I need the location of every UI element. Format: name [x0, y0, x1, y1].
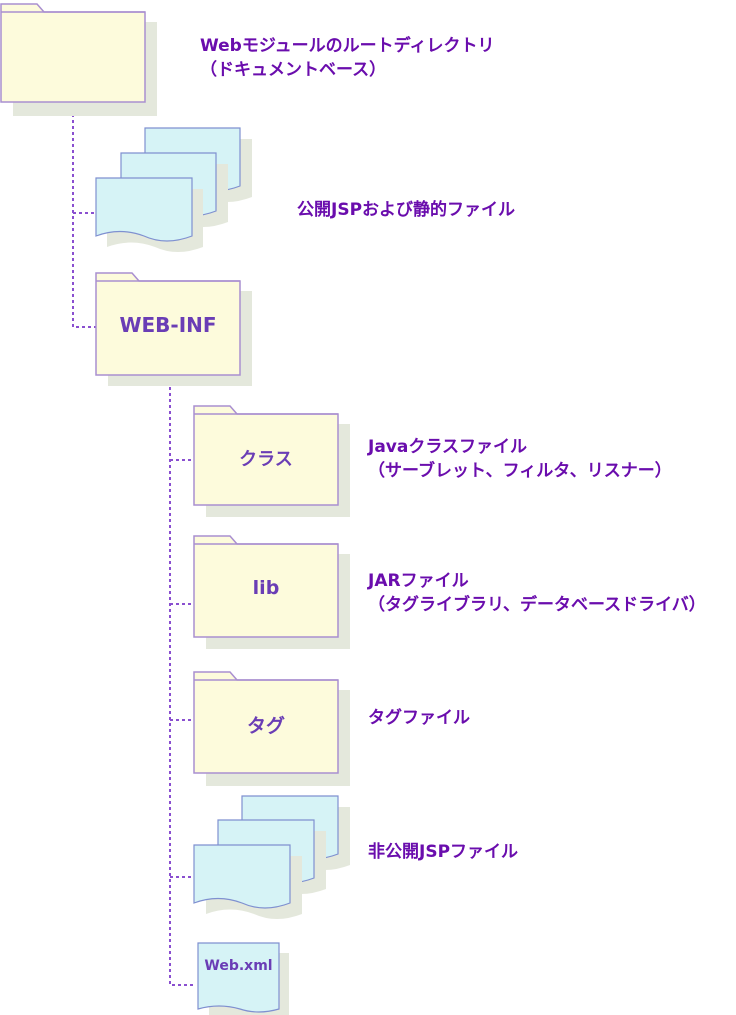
connector-webinf-trunk [169, 375, 196, 986]
web-inf-folder-icon [95, 272, 252, 386]
root-folder-icon [0, 3, 157, 116]
public-jsp-file-stack-icon [95, 127, 252, 252]
connector-root-trunk [72, 102, 96, 328]
root-label: Webモジュールのルートディレクトリ （ドキュメントベース） [200, 34, 494, 82]
lib-folder-icon [193, 535, 350, 649]
classes-label-line2: （サーブレット、フィルタ、リスナー） [368, 461, 672, 481]
private-jsp-file-stack-icon [193, 795, 350, 919]
classes-folder-name: クラス [239, 449, 293, 470]
public-jsp-label: 公開JSPおよび静的ファイル [297, 200, 516, 220]
tags-folder-name: タグ [246, 715, 285, 737]
web-xml-file-name: Web.xml [204, 958, 273, 974]
tags-label: タグファイル [368, 708, 470, 728]
tree-connectors [72, 102, 196, 986]
classes-label: Javaクラスファイル （サーブレット、フィルタ、リスナー） [368, 435, 672, 483]
lib-label: JARファイル （タグライブラリ、データベースドライバ） [368, 569, 706, 617]
private-jsp-label: 非公開JSPファイル [368, 842, 519, 862]
root-label-line2: （ドキュメントベース） [200, 60, 387, 80]
web-inf-folder-name: WEB-INF [119, 313, 217, 337]
web-xml-document-icon [197, 942, 289, 1015]
classes-label-line1: Javaクラスファイル [368, 437, 528, 457]
lib-label-line2: （タグライブラリ、データベースドライバ） [368, 595, 706, 615]
classes-folder-icon [193, 405, 350, 517]
root-label-line1: Webモジュールのルートディレクトリ [200, 36, 495, 56]
lib-folder-name: lib [252, 577, 280, 599]
tags-folder-icon [193, 671, 350, 786]
lib-label-line1: JARファイル [368, 571, 469, 591]
